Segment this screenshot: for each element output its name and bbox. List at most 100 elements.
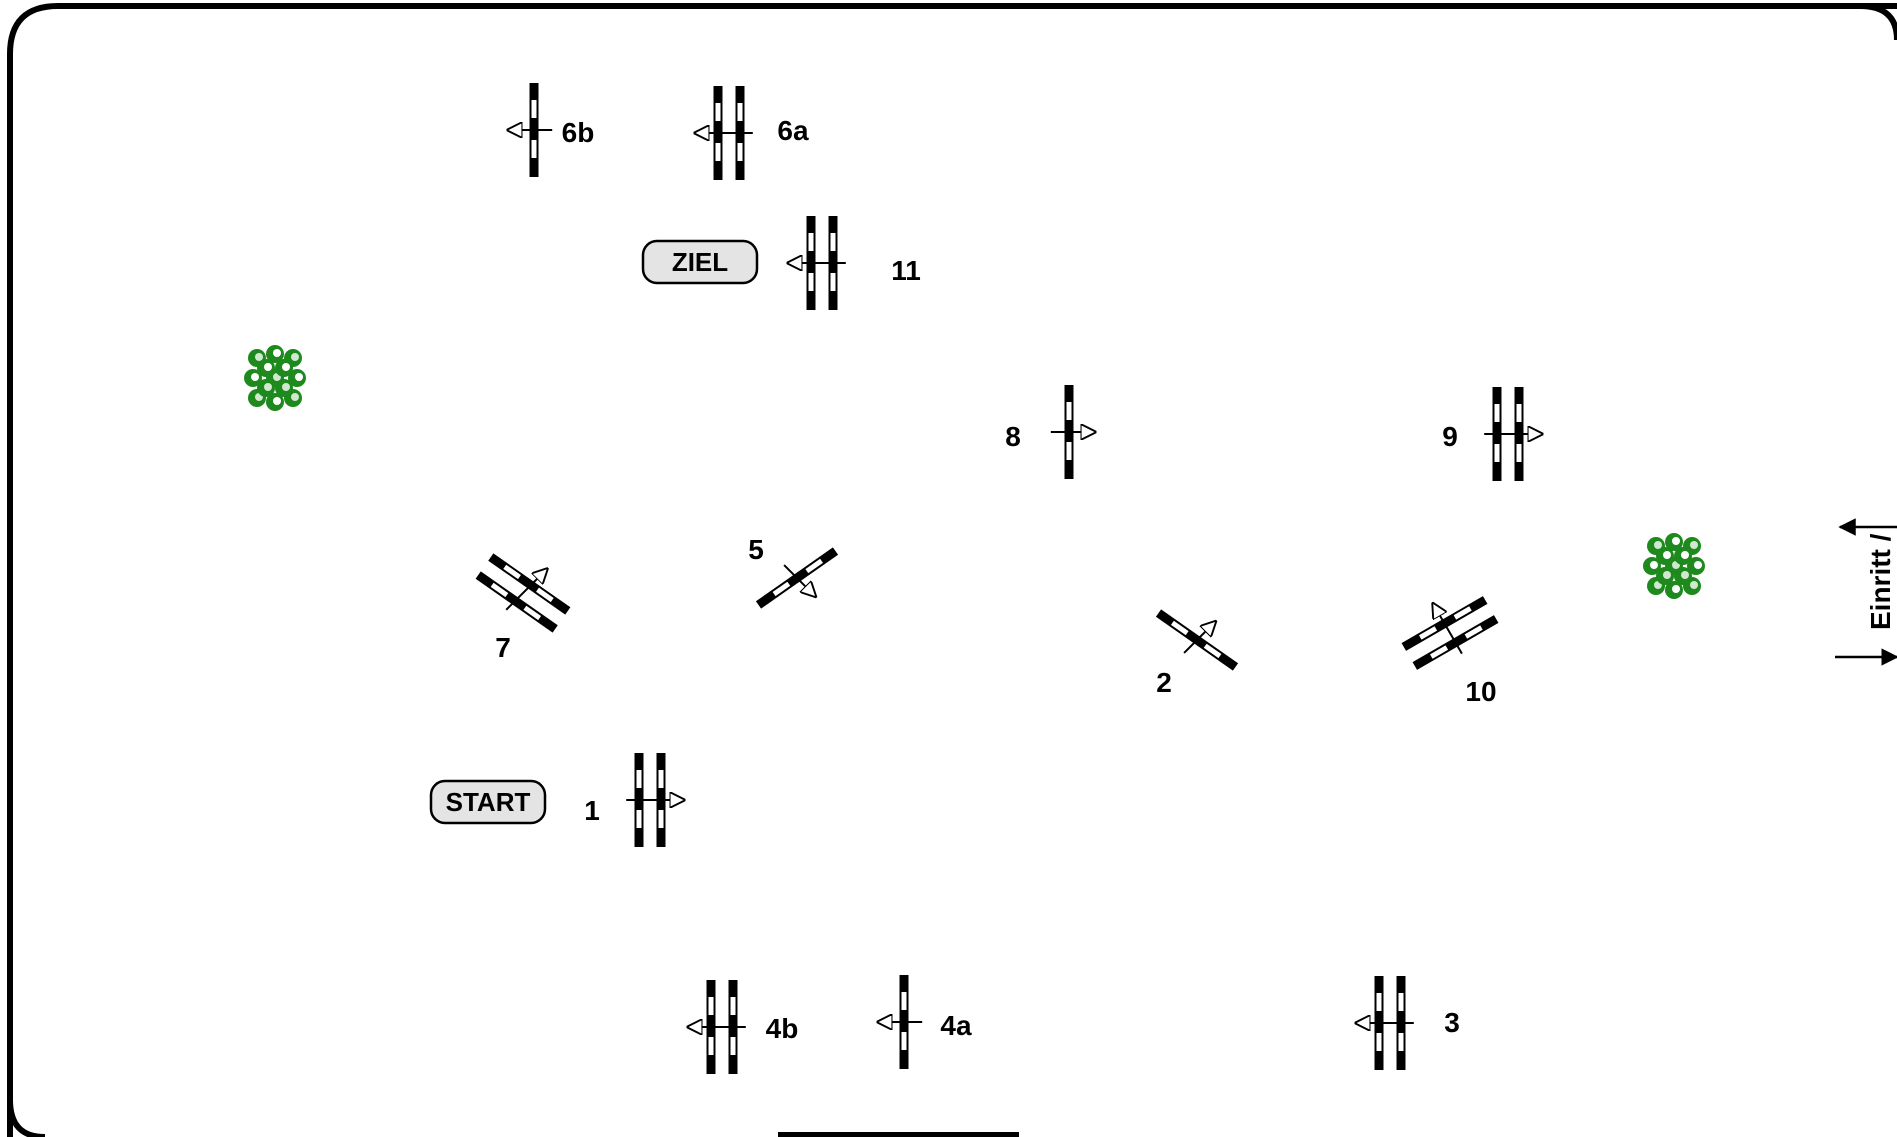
arena-border	[7, 3, 1897, 1137]
direction-arrow-line	[783, 564, 815, 596]
finish-button-box	[641, 239, 759, 285]
obstacle-label-4b: 4b	[766, 1013, 799, 1044]
obstacle-label-9: 9	[1442, 421, 1458, 452]
obstacle-pole-stripe	[1398, 1033, 1404, 1051]
obstacle-pole-stripe	[1398, 993, 1404, 1011]
direction-arrow-7	[505, 569, 547, 611]
direction-arrow-line	[1183, 622, 1215, 654]
arena-border-right	[1859, 3, 1897, 41]
obstacle-label-7: 7	[495, 632, 511, 663]
obstacle-label-4a: 4a	[940, 1010, 972, 1041]
obstacle-pole-stripe	[1376, 1033, 1382, 1051]
obstacle-pole-stripe	[1516, 444, 1522, 462]
obstacle-pole-stripe	[772, 581, 791, 597]
obstacle-label-10: 10	[1465, 676, 1496, 707]
obstacle-label-1: 1	[584, 795, 600, 826]
shrub-highlight	[291, 353, 299, 361]
obstacle-pole-stripe	[737, 103, 743, 121]
obstacle-pole-stripe	[636, 770, 642, 788]
shrub-highlight	[264, 383, 272, 391]
direction-arrow-line	[1433, 604, 1463, 655]
shrub-highlight	[291, 393, 299, 401]
obstacle-pole-stripe	[658, 810, 664, 828]
obstacle-pole-stripe	[490, 582, 509, 598]
obstacle-pole-stripe	[1419, 626, 1438, 640]
obstacle-label-6b: 6b	[562, 117, 595, 148]
obstacle-pole-stripe	[523, 605, 542, 621]
direction-arrow-2	[1183, 622, 1215, 654]
obstacle-pole-stripe	[636, 810, 642, 828]
obstacle-label-layer: 1 2 3 4a 4b 5 6a 6b 7 8 9 10 11	[495, 115, 1496, 1044]
obstacle-pole-stripe	[901, 992, 907, 1010]
shrub-highlight	[1690, 581, 1698, 589]
obstacle-pole-stripe	[1494, 404, 1500, 422]
shrub-highlight	[1694, 561, 1702, 569]
finish-label: ZIEL	[672, 247, 728, 277]
obstacle-pole-stripe	[715, 103, 721, 121]
obstacle-label-5: 5	[748, 534, 764, 565]
shrub-icon	[1643, 533, 1705, 599]
shrub-highlight	[251, 373, 259, 381]
shrub-highlight	[1654, 541, 1662, 549]
obstacle-pole-stripe	[730, 997, 736, 1015]
direction-arrow-5	[783, 564, 815, 596]
obstacle-pole-stripe	[830, 273, 836, 291]
obstacle-pole-stripe	[901, 1032, 907, 1050]
obstacle-pole-stripe	[531, 140, 537, 158]
shrub-highlight	[1663, 571, 1671, 579]
shrub-highlight	[1650, 561, 1658, 569]
finish-marker: ZIEL	[641, 239, 759, 285]
obstacle-pole-stripe	[1464, 625, 1483, 639]
decoration-layer	[244, 345, 1705, 599]
shrub-highlight	[1663, 551, 1671, 559]
obstacle-pole-stripe	[715, 143, 721, 161]
shrub-icon	[244, 345, 306, 411]
shrub-highlight	[1690, 541, 1698, 549]
obstacle-pole-stripe	[730, 1037, 736, 1055]
obstacle-pole-stripe	[1203, 643, 1222, 659]
start-marker: START	[429, 779, 547, 825]
obstacle-label-2: 2	[1156, 667, 1172, 698]
obstacle-pole-stripe	[658, 770, 664, 788]
obstacle-pole-stripe	[1453, 606, 1472, 620]
obstacle-pole-stripe	[1494, 444, 1500, 462]
obstacle-pole-stripe	[1066, 442, 1072, 460]
shrub-highlight	[264, 363, 272, 371]
obstacle-pole-stripe	[1516, 404, 1522, 422]
shrub-highlight	[1672, 585, 1680, 593]
obstacle-7	[475, 553, 571, 633]
shrub-highlight	[1681, 551, 1689, 559]
entrance-label: Einritt /	[1865, 533, 1896, 630]
obstacle-label-3: 3	[1444, 1007, 1460, 1038]
shrub-highlight	[273, 349, 281, 357]
obstacle-pole-stripe	[531, 100, 537, 118]
obstacle-label-6a: 6a	[777, 115, 809, 146]
direction-arrow-10	[1433, 604, 1463, 655]
obstacle-pole-stripe	[808, 233, 814, 251]
obstacle-pole-stripe	[1430, 645, 1449, 659]
arena-border-bottom-corner	[7, 1099, 46, 1137]
shrub-highlight	[295, 373, 303, 381]
obstacle-label-11: 11	[891, 255, 921, 286]
obstacle-label-8: 8	[1005, 421, 1021, 452]
obstacle-pole-stripe	[536, 587, 554, 603]
shrub-highlight	[1672, 537, 1680, 545]
obstacle-pole-stripe	[805, 558, 824, 574]
obstacle-pole-stripe	[1376, 993, 1382, 1011]
shrub-highlight	[273, 397, 281, 405]
shrub-highlight	[255, 353, 263, 361]
obstacle-pole-stripe	[708, 997, 714, 1015]
obstacle-layer	[475, 83, 1542, 1074]
start-button-box	[429, 779, 547, 825]
shrub-highlight	[282, 363, 290, 371]
obstacle-pole-stripe	[503, 564, 521, 580]
obstacle-pole-stripe	[1170, 620, 1189, 636]
obstacle-pole-stripe	[808, 273, 814, 291]
direction-arrow-line	[505, 569, 547, 611]
entrance-marker: Einritt /	[1835, 518, 1897, 666]
obstacle-pole-stripe	[708, 1037, 714, 1055]
shrub-highlight	[1681, 571, 1689, 579]
obstacle-pole-stripe	[830, 233, 836, 251]
obstacle-pole-stripe	[1066, 402, 1072, 420]
